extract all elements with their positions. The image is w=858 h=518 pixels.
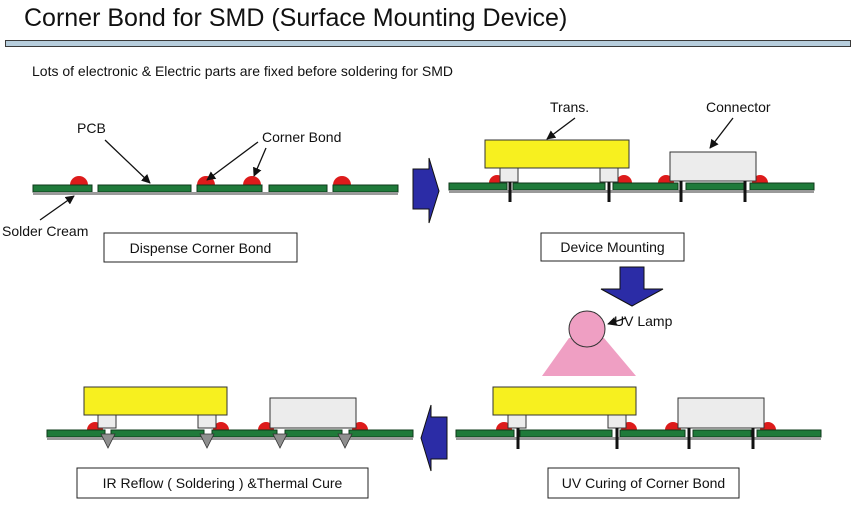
connector-component xyxy=(669,151,757,182)
corner-bond-dot xyxy=(333,176,351,185)
page-title: Corner Bond for SMD (Surface Mounting De… xyxy=(24,4,568,32)
trans-component xyxy=(484,139,630,169)
arrow-left-icon xyxy=(420,404,448,472)
corner-bond-dot xyxy=(197,176,215,185)
label-pcb: PCB xyxy=(77,120,106,136)
step-label-dispense: Dispense Corner Bond xyxy=(130,240,272,256)
pcb-strip xyxy=(32,184,399,195)
uv-light-beam xyxy=(542,338,636,376)
arrow-down-icon xyxy=(600,266,664,307)
label-solder-cream: Solder Cream xyxy=(2,223,88,239)
pcb-strip xyxy=(448,182,815,193)
page-subtitle: Lots of electronic & Electric parts are … xyxy=(32,63,453,79)
label-connector: Connector xyxy=(706,99,771,115)
trans-component xyxy=(492,386,637,416)
pcb-strip xyxy=(46,429,414,440)
label-uv-lamp: UV Lamp xyxy=(614,313,673,329)
solder-cream-dot xyxy=(70,176,88,185)
pcb-strip xyxy=(455,429,822,440)
arrow-right-icon xyxy=(412,157,440,224)
connector-component xyxy=(677,397,765,429)
title-divider xyxy=(5,40,851,47)
trans-component xyxy=(83,386,228,416)
step-label-uv-curing: UV Curing of Corner Bond xyxy=(562,475,725,491)
connector-component xyxy=(269,397,357,429)
uv-lamp-icon xyxy=(568,310,606,348)
step-uv-curing: UV Curing of Corner Bond xyxy=(455,386,822,499)
step-dispense: PCB Corner Bond Solder Cream Dispense Co… xyxy=(2,120,399,263)
solder-joints xyxy=(100,433,353,449)
corner-bond-dot xyxy=(243,176,261,185)
label-corner-bond: Corner Bond xyxy=(262,129,341,145)
label-trans: Trans. xyxy=(550,99,589,115)
step-mounting: Trans. Connector Device Mounting xyxy=(448,99,815,262)
uv-lamp: UV Lamp xyxy=(542,310,673,376)
step-ir-reflow: IR Reflow ( Soldering ) &Thermal Cure xyxy=(46,386,414,499)
step-label-ir-reflow: IR Reflow ( Soldering ) &Thermal Cure xyxy=(103,475,343,491)
step-label-mounting: Device Mounting xyxy=(560,239,664,255)
